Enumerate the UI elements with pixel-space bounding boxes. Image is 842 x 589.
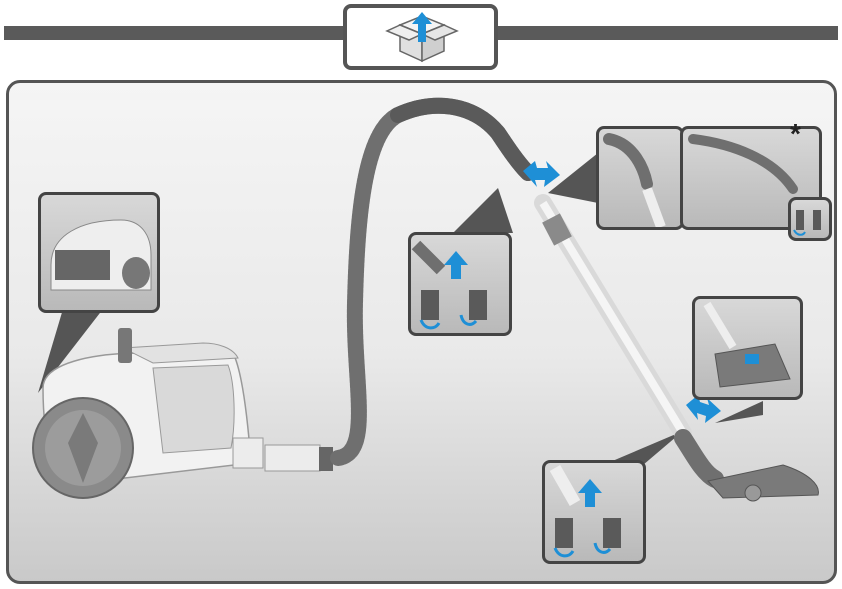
inset-floor-nozzle-setting [692, 296, 803, 400]
inset-tube-connection [542, 460, 646, 564]
optional-accessory-marker: * [790, 118, 801, 149]
inset-vacuum-rear [38, 192, 160, 313]
assembly-panel [6, 80, 837, 584]
callout-connector-lower [603, 431, 683, 465]
direction-arrows [523, 161, 721, 423]
inset-accessory-detail [788, 197, 832, 241]
assembly-illustration [32, 97, 819, 502]
vacuum-body [32, 328, 333, 499]
callout-connector-tube [548, 153, 598, 203]
inset-hose-connection [408, 232, 512, 336]
callout-connector-nozzle [715, 401, 763, 423]
callout-connector-hose [453, 188, 513, 233]
unboxing-badge [343, 4, 498, 70]
inset-tube-handle [596, 126, 684, 230]
unbox-arrow-up-icon [385, 12, 459, 63]
floor-nozzle [674, 429, 819, 502]
